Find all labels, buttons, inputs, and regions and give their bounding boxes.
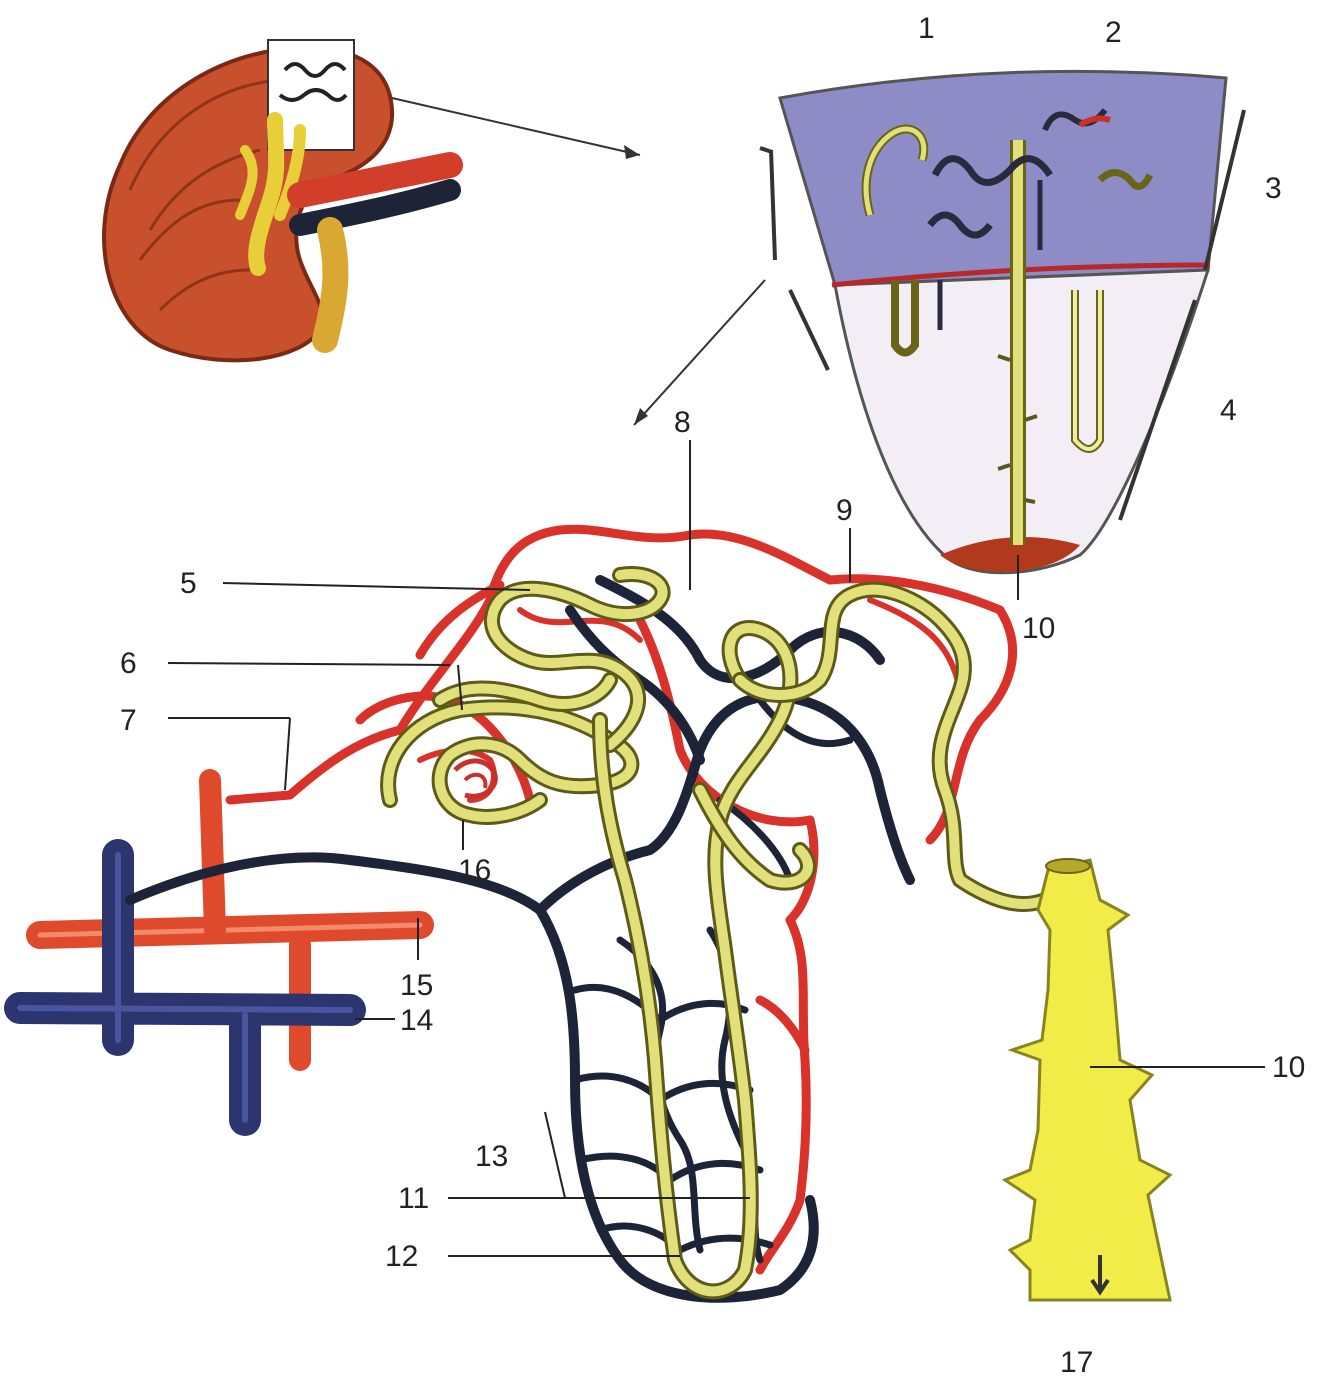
label-9: 9 (836, 494, 853, 527)
label-10-right: 10 (1272, 1051, 1305, 1084)
label-17: 17 (1060, 1346, 1093, 1379)
label-14: 14 (400, 1004, 433, 1037)
label-3: 3 (1265, 172, 1282, 205)
label-5: 5 (180, 567, 197, 600)
label-12: 12 (385, 1240, 418, 1273)
kidney-illustration (104, 40, 450, 360)
label-8: 8 (674, 406, 691, 439)
label-13: 13 (475, 1140, 508, 1173)
label-16: 16 (458, 854, 491, 887)
label-6: 6 (120, 647, 137, 680)
label-2: 2 (1105, 16, 1122, 49)
renal-segment-illustration (760, 71, 1244, 572)
label-15: 15 (400, 969, 433, 1002)
pointer-arrows (392, 98, 765, 425)
label-7: 7 (120, 704, 137, 737)
label-1: 1 (918, 12, 935, 45)
label-10-top: 10 (1022, 612, 1055, 645)
label-4: 4 (1220, 394, 1237, 427)
tubule-system (388, 574, 1170, 1300)
label-11: 11 (398, 1182, 429, 1215)
